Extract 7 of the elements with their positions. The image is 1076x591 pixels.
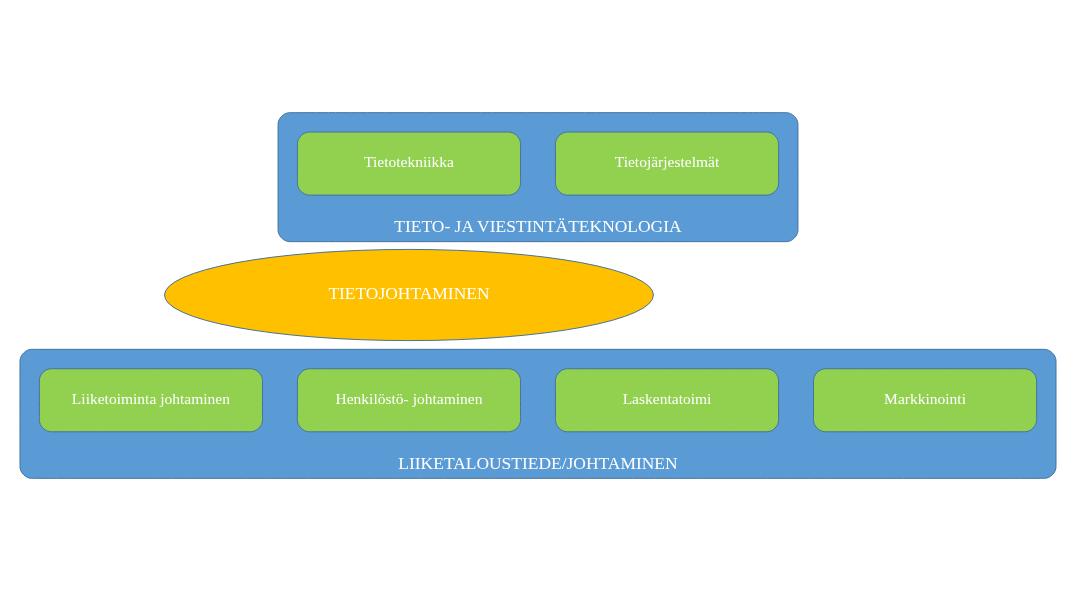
node-box: Markkinointi [813,368,1038,433]
node-box: Laskentatoimi [554,368,780,433]
node-box: Tietojärjestelmät [554,131,780,196]
node-box: Tietotekniikka [296,131,522,196]
node-box: Liiketoiminta johtaminen [38,368,263,433]
node-ellipse: TIETOJOHTAMINEN [164,248,654,342]
node-box: Henkilöstö- johtaminen [296,368,522,433]
